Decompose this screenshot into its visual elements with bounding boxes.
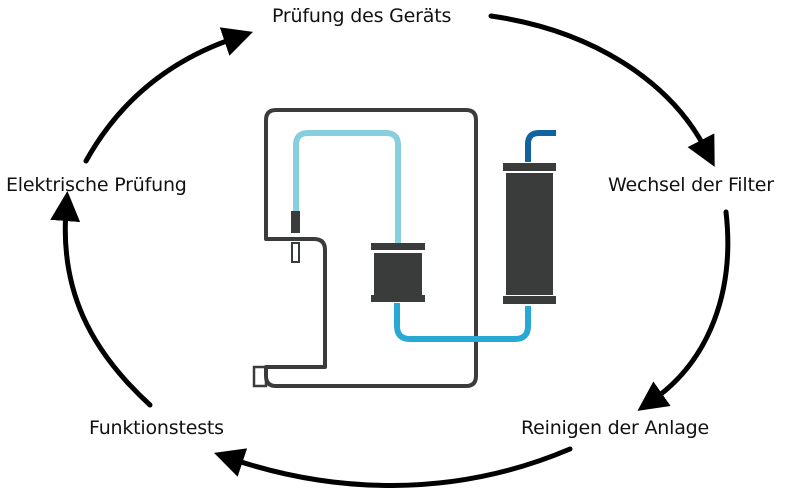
arrow-pruefung-to-filter <box>488 13 715 167</box>
water-filter-device-illustration <box>252 108 556 388</box>
step-label-elektrische-pruefung: Elektrische Prüfung <box>6 174 187 196</box>
pipe-medium-blue <box>394 303 531 342</box>
device-base <box>252 365 268 388</box>
dispenser-outlet <box>291 242 300 263</box>
pipe-dark-blue <box>525 130 556 162</box>
internal-filter <box>371 243 425 302</box>
step-label-filterwechsel: Wechsel der Filter <box>608 174 774 196</box>
step-label-reinigung: Reinigen der Anlage <box>521 417 709 439</box>
arrow-filter-to-reinigen <box>637 209 731 411</box>
dispenser-nozzle <box>291 211 300 233</box>
cycle-arrows <box>50 13 731 488</box>
arrow-reinigen-to-funktion <box>213 446 573 488</box>
arrow-elektrisch-to-pruefung <box>83 27 253 164</box>
step-label-geraetepruefung: Prüfung des Geräts <box>272 5 452 27</box>
pipe-light-blue <box>293 130 401 243</box>
arrow-funktion-to-elektrisch <box>50 191 153 408</box>
step-label-funktionstests: Funktionstests <box>89 417 224 439</box>
device-housing <box>264 108 478 388</box>
external-filter-cartridge <box>503 163 556 304</box>
